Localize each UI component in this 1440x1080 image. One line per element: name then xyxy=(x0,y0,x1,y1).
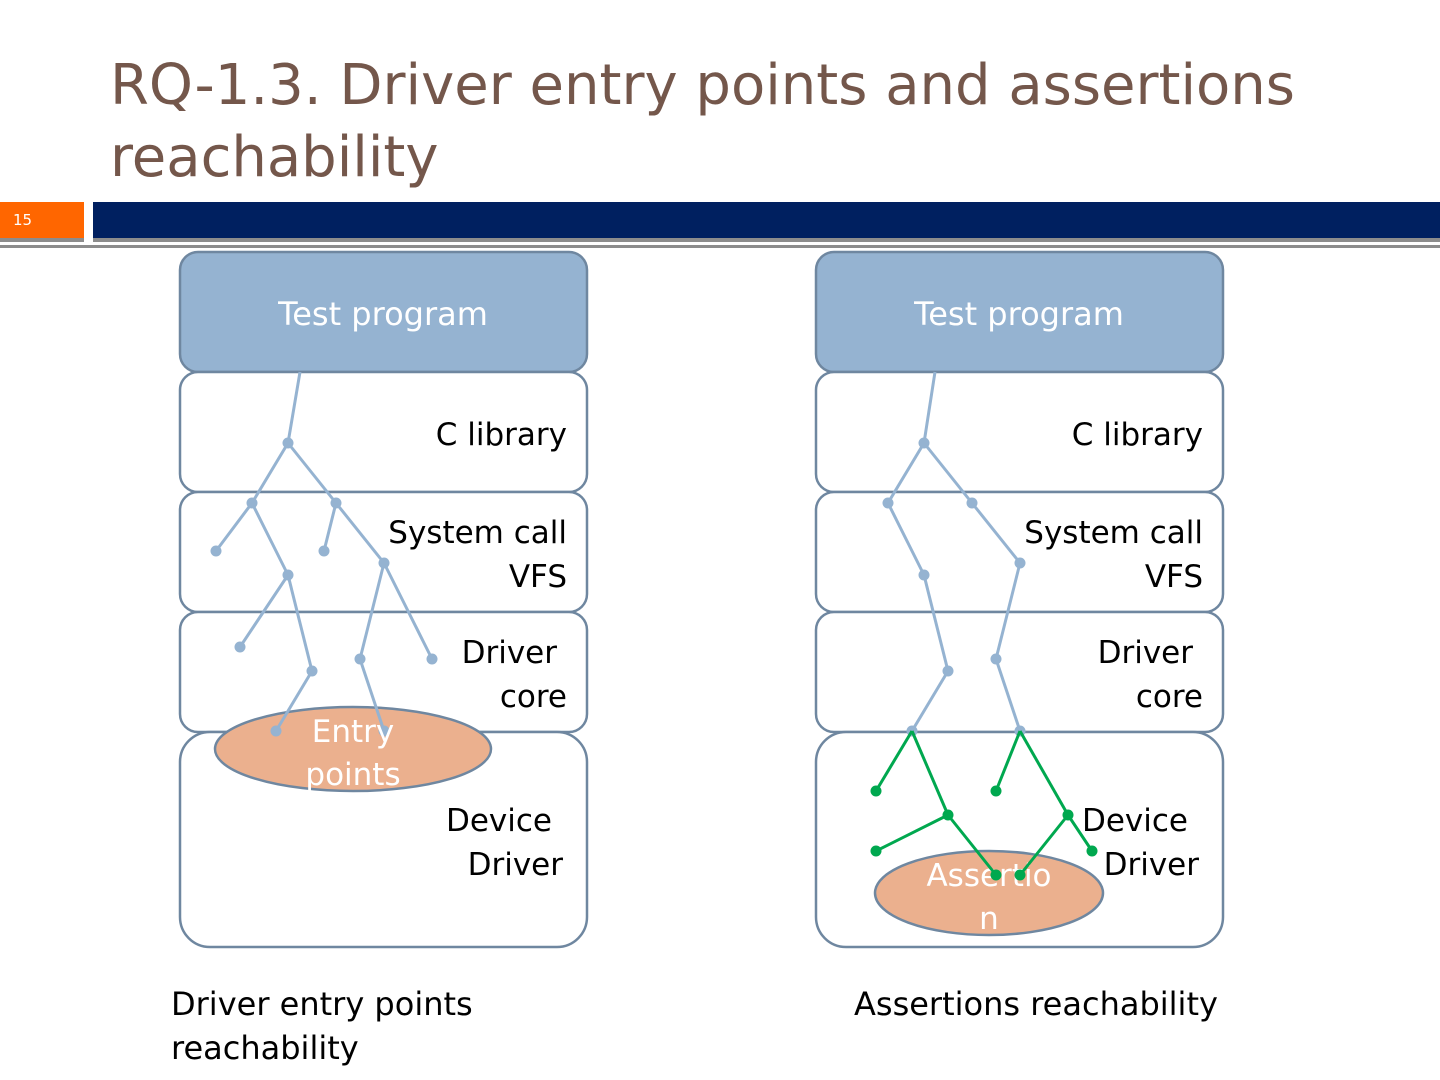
tree-edge xyxy=(286,574,314,672)
tree-edge xyxy=(922,371,937,444)
tree-node xyxy=(426,653,438,665)
tree-edge xyxy=(886,502,926,576)
caption-line: reachability xyxy=(171,1029,359,1067)
tree-edge xyxy=(286,442,338,504)
tree-node xyxy=(918,437,930,449)
layer-label: Test program xyxy=(277,295,488,333)
layer-label: Driver xyxy=(1098,635,1194,671)
layer-label: VFS xyxy=(509,559,567,595)
tree-edge xyxy=(874,730,914,792)
tree-edge xyxy=(274,670,314,732)
tree-node xyxy=(270,725,282,737)
tree-edge xyxy=(910,670,950,732)
layer-label: VFS xyxy=(1145,559,1203,595)
right-call-tree xyxy=(870,371,1098,881)
tree-node xyxy=(318,545,330,557)
tree-edge xyxy=(886,442,926,504)
layer-label: Driver xyxy=(468,847,564,883)
assertion-label: Assertio xyxy=(926,858,1051,894)
assertion-label: n xyxy=(979,901,999,937)
entry-points-label: points xyxy=(305,757,400,793)
tree-edge xyxy=(922,574,950,672)
tree-edge xyxy=(250,502,290,576)
tree-edge xyxy=(946,814,998,876)
left-labels: Test program C library System call VFS D… xyxy=(277,295,567,883)
tree-edge xyxy=(1018,730,1070,816)
tree-node xyxy=(354,653,366,665)
layer-label: System call xyxy=(388,515,567,551)
tree-node xyxy=(990,869,1002,881)
caption-line: Driver entry points xyxy=(171,985,473,1023)
tree-node xyxy=(282,569,294,581)
header-band xyxy=(93,202,1440,238)
assertion-ellipse xyxy=(873,849,1105,937)
tree-node xyxy=(246,497,258,509)
tree-node xyxy=(306,665,318,677)
tree-edge xyxy=(238,574,290,648)
tree-node xyxy=(870,785,882,797)
layer-label: System call xyxy=(1024,515,1203,551)
tree-node xyxy=(990,785,1002,797)
tree-node xyxy=(1014,557,1026,569)
tree-node xyxy=(990,653,1002,665)
tree-edge xyxy=(250,442,290,504)
tree-node xyxy=(942,809,954,821)
tree-node xyxy=(282,437,294,449)
left-call-tree xyxy=(210,371,438,737)
tree-edge xyxy=(322,502,338,552)
entry-points-label: Entry xyxy=(312,714,394,750)
layer-label: core xyxy=(500,679,567,715)
divider xyxy=(0,245,1440,248)
layer-label: Driver xyxy=(1104,847,1200,883)
tree-edge xyxy=(358,658,386,732)
slide-title: RQ-1.3. Driver entry points and assertio… xyxy=(110,53,1295,190)
layer-label: C library xyxy=(436,417,567,453)
tree-node xyxy=(918,569,930,581)
right-labels: Test program C library System call VFS D… xyxy=(913,295,1203,937)
right-stack xyxy=(814,250,1225,949)
page-number-badge: 15 xyxy=(0,202,84,238)
tree-edge xyxy=(922,442,974,504)
layer-label: Test program xyxy=(913,295,1124,333)
tree-edge xyxy=(994,562,1022,660)
tree-node xyxy=(1014,869,1026,881)
tree-edge xyxy=(970,502,1022,564)
divider xyxy=(93,238,1440,242)
tree-node xyxy=(378,557,390,569)
tree-node xyxy=(378,725,390,737)
tree-edge xyxy=(875,813,949,853)
tree-edge xyxy=(994,658,1022,732)
divider xyxy=(0,238,84,242)
entry-points-ellipse xyxy=(213,705,493,793)
caption-line: Assertions reachability xyxy=(854,985,1218,1023)
tree-edge xyxy=(286,371,302,444)
tree-edge xyxy=(334,502,386,564)
layer-label: C library xyxy=(1072,417,1203,453)
tree-node xyxy=(870,845,882,857)
tree-node xyxy=(210,545,222,557)
tree-node xyxy=(1062,809,1074,821)
tree-node xyxy=(882,497,894,509)
layer-label: Device xyxy=(1082,803,1188,839)
layer-label: core xyxy=(1136,679,1203,715)
tree-edge xyxy=(1066,814,1094,852)
tree-edge xyxy=(214,502,254,552)
tree-node xyxy=(966,497,978,509)
tree-edge xyxy=(1018,814,1070,876)
tree-node xyxy=(234,641,246,653)
tree-node xyxy=(942,665,954,677)
tree-edge xyxy=(382,562,434,660)
tree-edge xyxy=(994,730,1022,792)
right-caption: Assertions reachability xyxy=(854,982,1218,1026)
tree-edge xyxy=(910,730,950,816)
left-stack xyxy=(178,250,589,949)
layer-label: Driver xyxy=(462,635,558,671)
layer-label: Device xyxy=(446,803,552,839)
tree-node xyxy=(330,497,342,509)
tree-edge xyxy=(358,562,386,660)
left-caption: Driver entry points reachability xyxy=(171,982,473,1070)
tree-node xyxy=(1086,845,1098,857)
